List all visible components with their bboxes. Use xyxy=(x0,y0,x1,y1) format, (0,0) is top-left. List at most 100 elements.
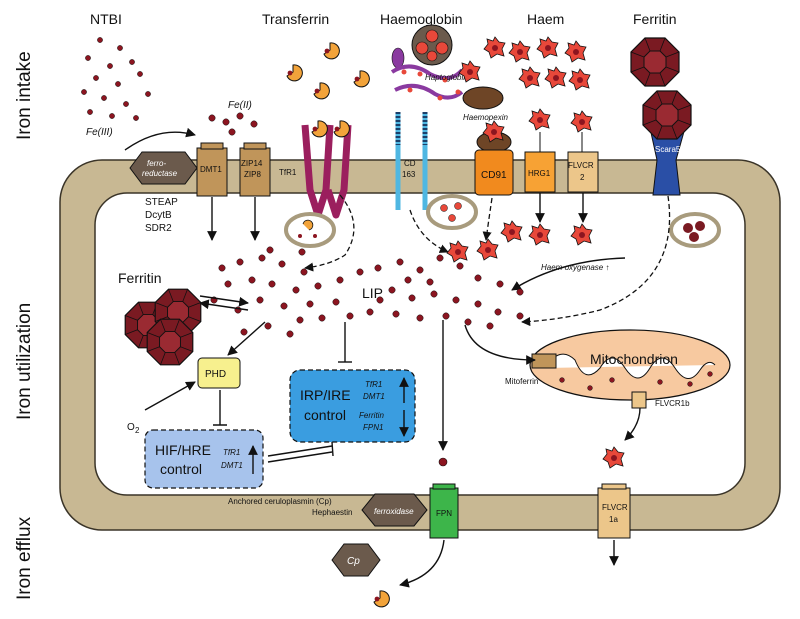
iron-particle xyxy=(657,379,663,385)
ntbi-iron-particles xyxy=(81,37,151,121)
fe3-label: Fe(III) xyxy=(86,127,113,138)
fe3-to-fe2-arrow xyxy=(124,127,196,151)
header-ferritin: Ferritin xyxy=(633,11,677,27)
cd91-label: CD91 xyxy=(481,170,507,181)
flvcr1b-transporter xyxy=(631,391,647,409)
iron-particle xyxy=(388,286,396,294)
hrg1-transporter xyxy=(524,151,556,193)
cd163-label: 163 xyxy=(402,170,416,179)
iron-particle xyxy=(687,381,693,387)
endosome-iron-1 xyxy=(298,234,302,238)
irp-title-2: control xyxy=(304,407,346,423)
iron-particle xyxy=(318,314,326,322)
iron-particle xyxy=(250,120,258,128)
cp-hexagon xyxy=(331,543,381,577)
iron-particle xyxy=(228,128,236,136)
iron-particle xyxy=(298,248,306,256)
hif-control-box xyxy=(144,429,264,489)
mitoferrin-transporter xyxy=(531,353,557,369)
transferrin-particles xyxy=(286,42,370,100)
endosome-haem-1 xyxy=(440,204,448,212)
hif-dmt1: DMT1 xyxy=(221,461,243,470)
section-iron-efflux: Iron efflux xyxy=(14,516,35,600)
iron-particle xyxy=(236,112,244,120)
iron-particle xyxy=(123,101,129,107)
flvcr2-label-2: 2 xyxy=(580,173,585,182)
iron-particle xyxy=(115,81,121,87)
cp-hex-label: Cp xyxy=(347,556,360,567)
dmt1-label: DMT1 xyxy=(200,165,222,174)
iron-particle xyxy=(258,254,266,262)
mitoferrin-label: Mitoferrin xyxy=(505,377,538,386)
iron-particle xyxy=(430,290,438,298)
ferroreductase-label-2: reductase xyxy=(142,169,178,178)
endosome-haem-3 xyxy=(448,214,456,222)
iron-particle xyxy=(256,296,264,304)
haemopexin-label: Haemopexin xyxy=(463,113,508,122)
fpn-top xyxy=(432,483,456,490)
zip8-label: ZIP8 xyxy=(244,170,261,179)
iron-particle xyxy=(452,296,460,304)
iron-particle xyxy=(486,322,494,330)
iron-particle xyxy=(292,286,300,294)
haem-oxygenase-arrow xyxy=(511,257,626,291)
iron-particle xyxy=(464,318,472,326)
iron-particle xyxy=(278,260,286,268)
phd-box xyxy=(197,357,241,389)
iron-particle xyxy=(404,276,412,284)
iron-particle xyxy=(222,118,230,126)
labile-iron-pool xyxy=(208,112,524,338)
irp-dmt1: DMT1 xyxy=(363,392,385,401)
irp-fpn1: FPN1 xyxy=(363,423,383,432)
iron-particle xyxy=(266,246,274,254)
iron-particle xyxy=(268,280,276,288)
o2-label: O xyxy=(127,422,135,433)
cp-label-2: Hephaestin xyxy=(312,508,352,517)
steap-label: STEAP xyxy=(145,197,178,208)
endosome-ferritin-1 xyxy=(683,223,693,233)
flvcr1a-top xyxy=(601,483,627,490)
iron-particle xyxy=(516,312,524,320)
hif-title-1: HIF/HRE xyxy=(155,442,211,458)
iron-particle xyxy=(332,298,340,306)
flvcr1b-label: FLVCR1b xyxy=(655,399,690,408)
iron-particle xyxy=(137,71,143,77)
fpn-label: FPN xyxy=(436,509,452,518)
iron-particle xyxy=(224,280,232,288)
irp-hif-link-2 xyxy=(267,451,333,463)
sdr2-label: SDR2 xyxy=(145,223,172,234)
transferrin-uptake-arrow xyxy=(304,194,355,272)
irp-ferritin: Ferritin xyxy=(359,411,384,420)
iron-particle xyxy=(145,91,151,97)
fpn-iron-dot xyxy=(438,457,448,467)
haptoglobin-complex xyxy=(390,47,464,101)
irp-hif-bar xyxy=(331,441,334,457)
iron-particle xyxy=(416,314,424,322)
iron-particle xyxy=(336,276,344,284)
iron-particle xyxy=(286,330,294,338)
mitochondrion xyxy=(529,329,731,401)
iron-particle xyxy=(416,266,424,274)
haptoglobin-label: Haptoglobin xyxy=(425,73,468,82)
iron-particle xyxy=(442,312,450,320)
iron-particle xyxy=(264,322,272,330)
cd91-receptor xyxy=(474,120,514,196)
cd91-uptake-arrow xyxy=(482,197,493,241)
zip-top xyxy=(243,142,267,150)
o2-to-phd-arrow xyxy=(144,381,196,411)
iron-particle xyxy=(346,312,354,320)
iron-particle xyxy=(494,308,502,316)
iron-particle xyxy=(516,288,524,296)
lip-to-phd-arrow xyxy=(227,321,266,356)
iron-particle xyxy=(609,377,615,383)
endosome-ferritin-2 xyxy=(695,221,705,231)
iron-particle xyxy=(300,268,308,276)
cd163-receptor xyxy=(395,112,428,210)
flvcr2-transporter xyxy=(567,151,599,193)
ferroreductase-hexagon xyxy=(129,151,198,185)
dmt1-transporter xyxy=(196,147,228,197)
flvcr1a-transporter xyxy=(597,487,631,539)
iron-particle xyxy=(218,264,226,272)
cp-label-1: Anchored ceruloplasmin (Cp) xyxy=(228,497,332,506)
flvcr1a-label-1: FLVCR xyxy=(602,503,628,512)
